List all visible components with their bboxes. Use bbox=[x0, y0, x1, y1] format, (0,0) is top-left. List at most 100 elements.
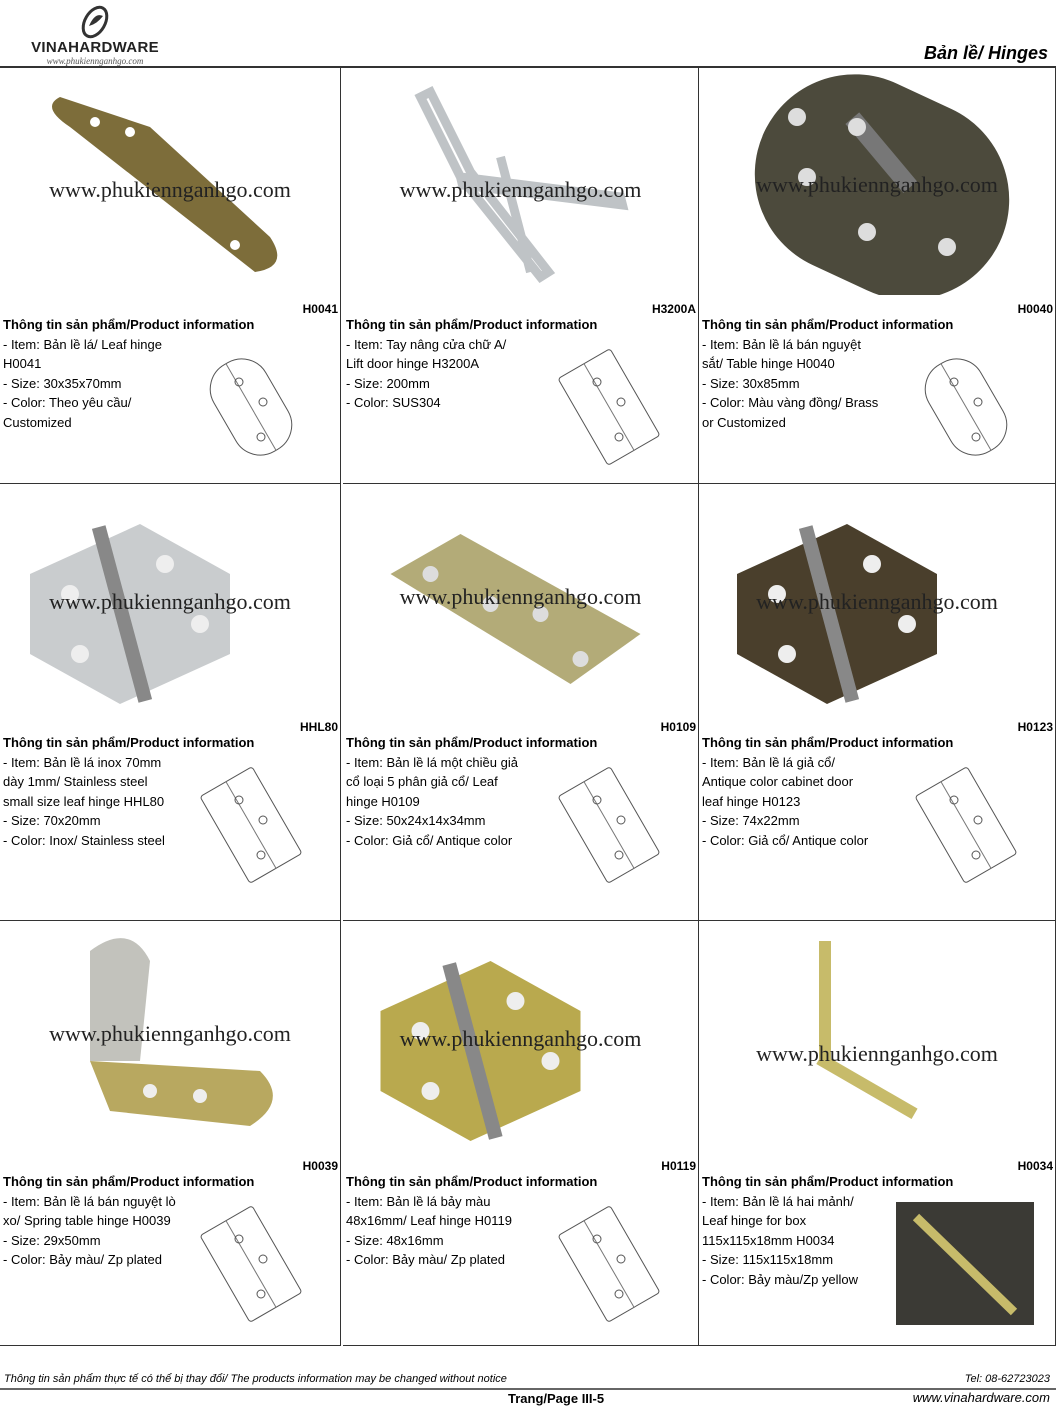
info-line: - Item: Tay nâng cửa chữ A/ bbox=[346, 336, 507, 352]
product-code: H0041 bbox=[302, 302, 338, 316]
watermark-text: www.phukiennganhgo.com bbox=[49, 589, 291, 614]
info-line: Antique color cabinet door bbox=[702, 774, 854, 789]
product-info: Thông tin sản phẩm/Product information - … bbox=[3, 733, 254, 850]
watermark-text: www.phukiennganhgo.com bbox=[49, 1021, 291, 1046]
info-line: hinge H0109 bbox=[346, 793, 420, 809]
info-heading: Thông tin sản phẩm/Product information bbox=[3, 317, 255, 332]
brand-name: VINAHARDWARE bbox=[31, 39, 159, 56]
info-line: or Customized bbox=[702, 414, 786, 430]
brand-logo: VINAHARDWARE www.phukiennganhgo.com bbox=[20, 2, 170, 66]
info-line: - Item: Bản lề lá hai mảnh/ bbox=[702, 1193, 854, 1209]
product-info: Thông tin sản phẩm/Product information- … bbox=[346, 733, 597, 850]
product-photo: www.phukiennganhgo.com bbox=[699, 67, 1055, 300]
info-line: Lift door hinge H3200A bbox=[346, 356, 479, 371]
brand-url: www.phukiennganhgo.com bbox=[46, 56, 144, 66]
info-line: xo/ Spring table hinge H0039 bbox=[3, 1213, 171, 1228]
header-divider bbox=[0, 66, 1056, 68]
footer-divider bbox=[0, 1388, 1056, 1390]
page-number: Trang/Page III-5 bbox=[508, 1391, 605, 1406]
info-line: - Color: Bảy màu/ Zp plated bbox=[346, 1252, 505, 1267]
info-line: - Color: Inox/ Stainless steel bbox=[3, 832, 165, 848]
watermark-text: www.phukiennganhgo.com bbox=[756, 1041, 998, 1066]
info-line: - Item: Bản lề lá một chiều giả bbox=[346, 754, 518, 770]
product-info: Thông tin sản phẩm/Product information - … bbox=[3, 315, 254, 432]
info-heading: Thông tin sản phẩm/Product information bbox=[346, 1174, 598, 1189]
watermark-text: www.phukiennganhgo.com bbox=[400, 177, 642, 202]
product-code: H0123 bbox=[1017, 720, 1053, 734]
product-code: H0039 bbox=[302, 1159, 338, 1173]
info-line: - Color: Bảy màu/ Zp plated bbox=[3, 1252, 162, 1267]
info-line: - Item: Bản lề lá inox 70mm bbox=[3, 754, 162, 770]
info-line: 48x16mm/ Leaf hinge H0119 bbox=[346, 1213, 512, 1228]
technical-drawing bbox=[906, 342, 1036, 472]
technical-drawing bbox=[191, 342, 321, 472]
info-line: - Size: 30x85mm bbox=[702, 375, 800, 391]
product-code: H0109 bbox=[660, 720, 696, 734]
info-line: - Size: 70x20mm bbox=[3, 813, 101, 828]
watermark-text: www.phukiennganhgo.com bbox=[400, 584, 642, 609]
product-photo: www.phukiennganhgo.com bbox=[699, 921, 1055, 1149]
product-photo: www.phukiennganhgo.com bbox=[699, 484, 1055, 712]
technical-drawing bbox=[549, 760, 679, 890]
product-photo: www.phukiennganhgo.com bbox=[343, 484, 698, 712]
page-title: Bản lề/ Hinges bbox=[923, 43, 1048, 63]
info-line: small size leaf hinge HHL80 bbox=[3, 793, 165, 809]
info-line: sắt/ Table hinge H0040 bbox=[702, 356, 835, 371]
watermark-text: www.phukiennganhgo.com bbox=[756, 172, 998, 197]
product-code: HHL80 bbox=[299, 720, 338, 734]
product-photo: www.phukiennganhgo.com bbox=[0, 921, 340, 1149]
info-line: - Color: Màu vàng đồng/ Brass bbox=[702, 395, 879, 410]
info-line: - Color: Giả cổ/ Antique color bbox=[702, 832, 869, 848]
product-info: Thông tin sản phẩm/Product information - … bbox=[702, 315, 953, 432]
info-line: - Size: 115x115x18mm bbox=[702, 1252, 834, 1267]
product-info: Thông tin sản phẩm/Product information- … bbox=[702, 733, 953, 850]
info-line: - Item: Bản lề lá bán nguyệt bbox=[702, 336, 861, 352]
info-line: - Item: Bản lề lá bảy màu bbox=[346, 1193, 491, 1209]
info-line: - Size: 200mm bbox=[346, 375, 430, 391]
info-line: - Size: 50x24x14x34mm bbox=[346, 813, 486, 828]
info-line: - Size: 29x50mm bbox=[3, 1232, 101, 1248]
info-line: - Size: 48x16mm bbox=[346, 1232, 444, 1248]
info-heading: Thông tin sản phẩm/Product information bbox=[702, 317, 954, 332]
info-line: - Size: 74x22mm bbox=[702, 813, 800, 828]
info-line: dày 1mm/ Stainless steel bbox=[3, 774, 148, 789]
info-line: leaf hinge H0123 bbox=[702, 793, 801, 809]
info-heading: Thông tin sản phẩm/Product information bbox=[3, 1174, 255, 1189]
technical-drawing bbox=[549, 1199, 679, 1329]
logo-swirl-icon bbox=[81, 5, 109, 39]
footer-disclaimer: Thông tin sản phẩm thực tế có thể bị tha… bbox=[4, 1373, 507, 1385]
product-inset-photo bbox=[896, 1202, 1034, 1325]
info-line: 115x115x18mm H0034 bbox=[702, 1232, 835, 1248]
info-line: - Item: Bản lề lá bán nguyệt lò bbox=[3, 1193, 176, 1209]
watermark-text: www.phukiennganhgo.com bbox=[400, 1026, 642, 1051]
product-info: Thông tin sản phẩm/Product information - … bbox=[346, 1172, 597, 1270]
product-code: H0034 bbox=[1017, 1159, 1053, 1173]
info-line: Leaf hinge for box bbox=[702, 1213, 807, 1228]
product-photo: www.phukiennganhgo.com bbox=[343, 921, 698, 1149]
info-heading: Thông tin sản phẩm/Product information bbox=[3, 735, 255, 750]
info-heading: Thông tin sản phẩm/Product information bbox=[702, 1174, 954, 1189]
info-line: - Color: Giả cổ/ Antique color bbox=[346, 832, 513, 848]
info-line: - Size: 30x35x70mm bbox=[3, 375, 122, 391]
footer-phone: Tel: 08-62723023 bbox=[964, 1373, 1050, 1385]
product-photo: www.phukiennganhgo.com bbox=[343, 67, 698, 295]
technical-drawing bbox=[191, 760, 321, 890]
product-photo: www.phukiennganhgo.com bbox=[0, 484, 340, 712]
info-line: H0041 bbox=[3, 356, 42, 371]
product-info: Thông tin sản phẩm/Product information - … bbox=[346, 315, 597, 413]
info-line: - Item: Bản lề lá/ Leaf hinge bbox=[3, 336, 162, 352]
product-code: H0040 bbox=[1017, 302, 1053, 316]
watermark-text: www.phukiennganhgo.com bbox=[49, 177, 291, 202]
info-line: - Item: Bản lề lá giả cổ/ bbox=[702, 754, 835, 770]
info-heading: Thông tin sản phẩm/Product information bbox=[346, 317, 598, 332]
technical-drawing bbox=[549, 342, 679, 472]
info-line: Customized bbox=[3, 414, 72, 430]
technical-drawing bbox=[906, 760, 1036, 890]
